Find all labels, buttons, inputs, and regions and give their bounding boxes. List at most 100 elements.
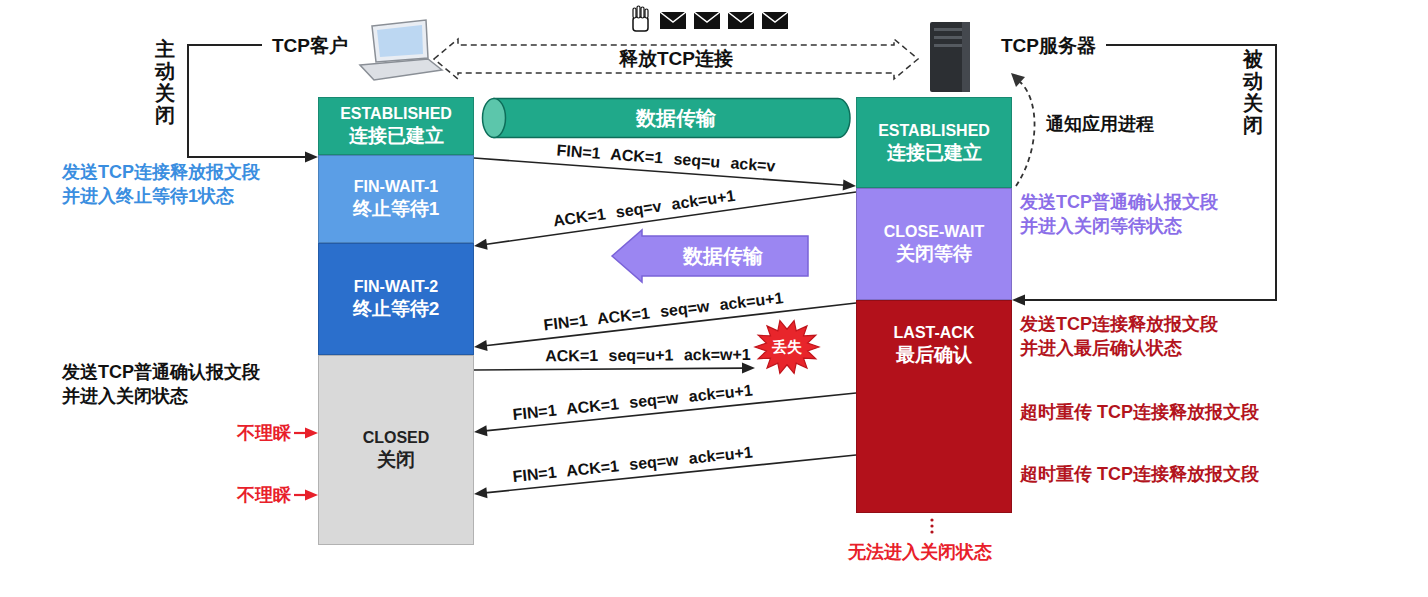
laptop-icon (360, 20, 442, 80)
node-content: 数据传输 (482, 98, 850, 138)
segment-label: FIN=1 ACK=1 seq=u ack=v (556, 142, 776, 176)
step-note: 发送TCP普通确认报文段 并进入关闭等待状态 (1020, 190, 1270, 239)
hand-finger (645, 9, 648, 18)
client-heading: TCP客户 (268, 22, 434, 88)
release-arrow (434, 39, 918, 79)
server-icon (930, 22, 970, 92)
node-content: FIN-WAIT-1终止等待1 (319, 156, 473, 242)
envelope (728, 12, 754, 29)
side-caption: 主动关闭 (155, 38, 175, 126)
warning-note: 无法进入关闭状态 (848, 540, 992, 564)
release-label: 释放TCP连接 (613, 48, 739, 71)
step-note: 超时重传 TCP连接释放报文段 (1020, 462, 1259, 486)
envelope-flap (762, 12, 788, 22)
segment-line (474, 368, 744, 370)
state-box: FIN-WAIT-1终止等待1 (318, 155, 474, 243)
envelope-flap (694, 12, 720, 22)
node-content: CLOSE-WAIT关闭等待 (857, 189, 1011, 299)
note: 通知应用进程 (1046, 112, 1154, 136)
hand-finger (641, 7, 644, 18)
node-content: FIN-WAIT-2终止等待2 (319, 244, 473, 354)
node-title: TCP客户 (272, 34, 348, 58)
server-side (962, 22, 970, 92)
node-content: CLOSED关闭 (319, 356, 473, 544)
step-note: 超时重传 TCP连接释放报文段 (1020, 400, 1259, 424)
node-content: 数据传输 (612, 230, 808, 282)
server-body (930, 22, 970, 92)
segment-arrow (474, 363, 755, 374)
node-title: FIN-WAIT-2 (354, 277, 438, 297)
node-content: TCP客户 (268, 22, 434, 88)
side-caption: 被动关闭 (1243, 48, 1263, 136)
ignore-note: 不理睬 (237, 483, 291, 507)
node-content: 丢失 (755, 320, 819, 374)
segment-label: FIN=1 ACK=1 seq=w ack=u+1 (512, 443, 754, 486)
step-note: 发送TCP普通确认报文段 并进入关闭状态 (62, 360, 312, 409)
arrow-head (1011, 73, 1025, 87)
ignore-arrows (294, 428, 318, 501)
node-title: ESTABLISHED (340, 104, 452, 124)
segment-label: FIN=1 ACK=1 seq=w ack=u+1 (512, 381, 754, 424)
node-subtitle: 连接已建立 (887, 141, 982, 165)
server-slot (934, 44, 966, 47)
node-title: TCP服务器 (1001, 34, 1096, 58)
state-box: LAST-ACK最后确认 (856, 300, 1012, 513)
pipe-end (483, 99, 506, 138)
bracket-line (188, 45, 306, 157)
node-content: ESTABLISHED连接已建立 (319, 98, 473, 154)
envelope (660, 12, 686, 29)
node-title: CLOSED (363, 428, 430, 448)
server-slot (934, 28, 966, 31)
node-title: FIN-WAIT-1 (354, 177, 438, 197)
step-note: 发送TCP连接释放报文段 并进入终止等待1状态 (62, 160, 312, 209)
node-subtitle: 终止等待2 (353, 297, 440, 321)
node-title: CLOSE-WAIT (884, 222, 984, 242)
arrow-body (612, 230, 808, 282)
arrow-head (305, 428, 318, 439)
dot (930, 524, 933, 527)
node-subtitle: 关闭等待 (896, 242, 972, 266)
server-slot (934, 36, 966, 39)
node-subtitle: 关闭 (377, 448, 415, 472)
segment-label: FIN=1 ACK=1 seq=w ack=u+1 (543, 289, 785, 335)
arrow-head (474, 425, 487, 436)
pipe-body (494, 99, 850, 138)
arrow-head (305, 152, 318, 163)
node-subtitle: 最后确认 (896, 343, 972, 367)
arrow-head (742, 363, 755, 374)
hand-finger (633, 8, 636, 18)
node-title: ESTABLISHED (878, 121, 990, 141)
arrow-head (1012, 295, 1025, 306)
node-title: LAST-ACK (894, 323, 975, 343)
node-title: 数据传输 (683, 244, 763, 269)
arrow-head (474, 340, 488, 351)
segment-label: ACK=1 seq=v ack=u+1 (552, 187, 736, 231)
state-box: CLOSED关闭 (318, 355, 474, 545)
laptop-base (360, 59, 442, 80)
envelope (694, 12, 720, 29)
envelope-flap (728, 12, 754, 22)
hollow-arrow (434, 39, 918, 79)
continuation-dots (930, 518, 933, 533)
node-subtitle: 终止等待1 (353, 197, 440, 221)
server-heading: TCP服务器 (918, 22, 1100, 92)
arrow-head (474, 487, 487, 498)
dot (930, 530, 933, 533)
envelope (762, 12, 788, 29)
node-title: 丢失 (772, 338, 802, 357)
laptop-display (377, 25, 423, 57)
bracket-line (1024, 45, 1276, 300)
state-box: FIN-WAIT-2终止等待2 (318, 243, 474, 355)
passive-close-bracket (1012, 45, 1276, 306)
segment-label: ACK=1 seq=u+1 ack=w+1 (545, 346, 751, 366)
state-box: ESTABLISHED连接已建立 (318, 97, 474, 155)
node-subtitle: 连接已建立 (349, 124, 444, 148)
arrow-head (843, 180, 856, 191)
arrow-head (474, 239, 488, 250)
notify-arrow (1011, 73, 1035, 186)
node-content: LAST-ACK最后确认 (857, 301, 1011, 512)
state-box: CLOSE-WAIT关闭等待 (856, 188, 1012, 300)
hand-finger (637, 6, 640, 18)
hand-palm (633, 17, 648, 31)
node-content: ESTABLISHED连接已建立 (857, 98, 1011, 187)
